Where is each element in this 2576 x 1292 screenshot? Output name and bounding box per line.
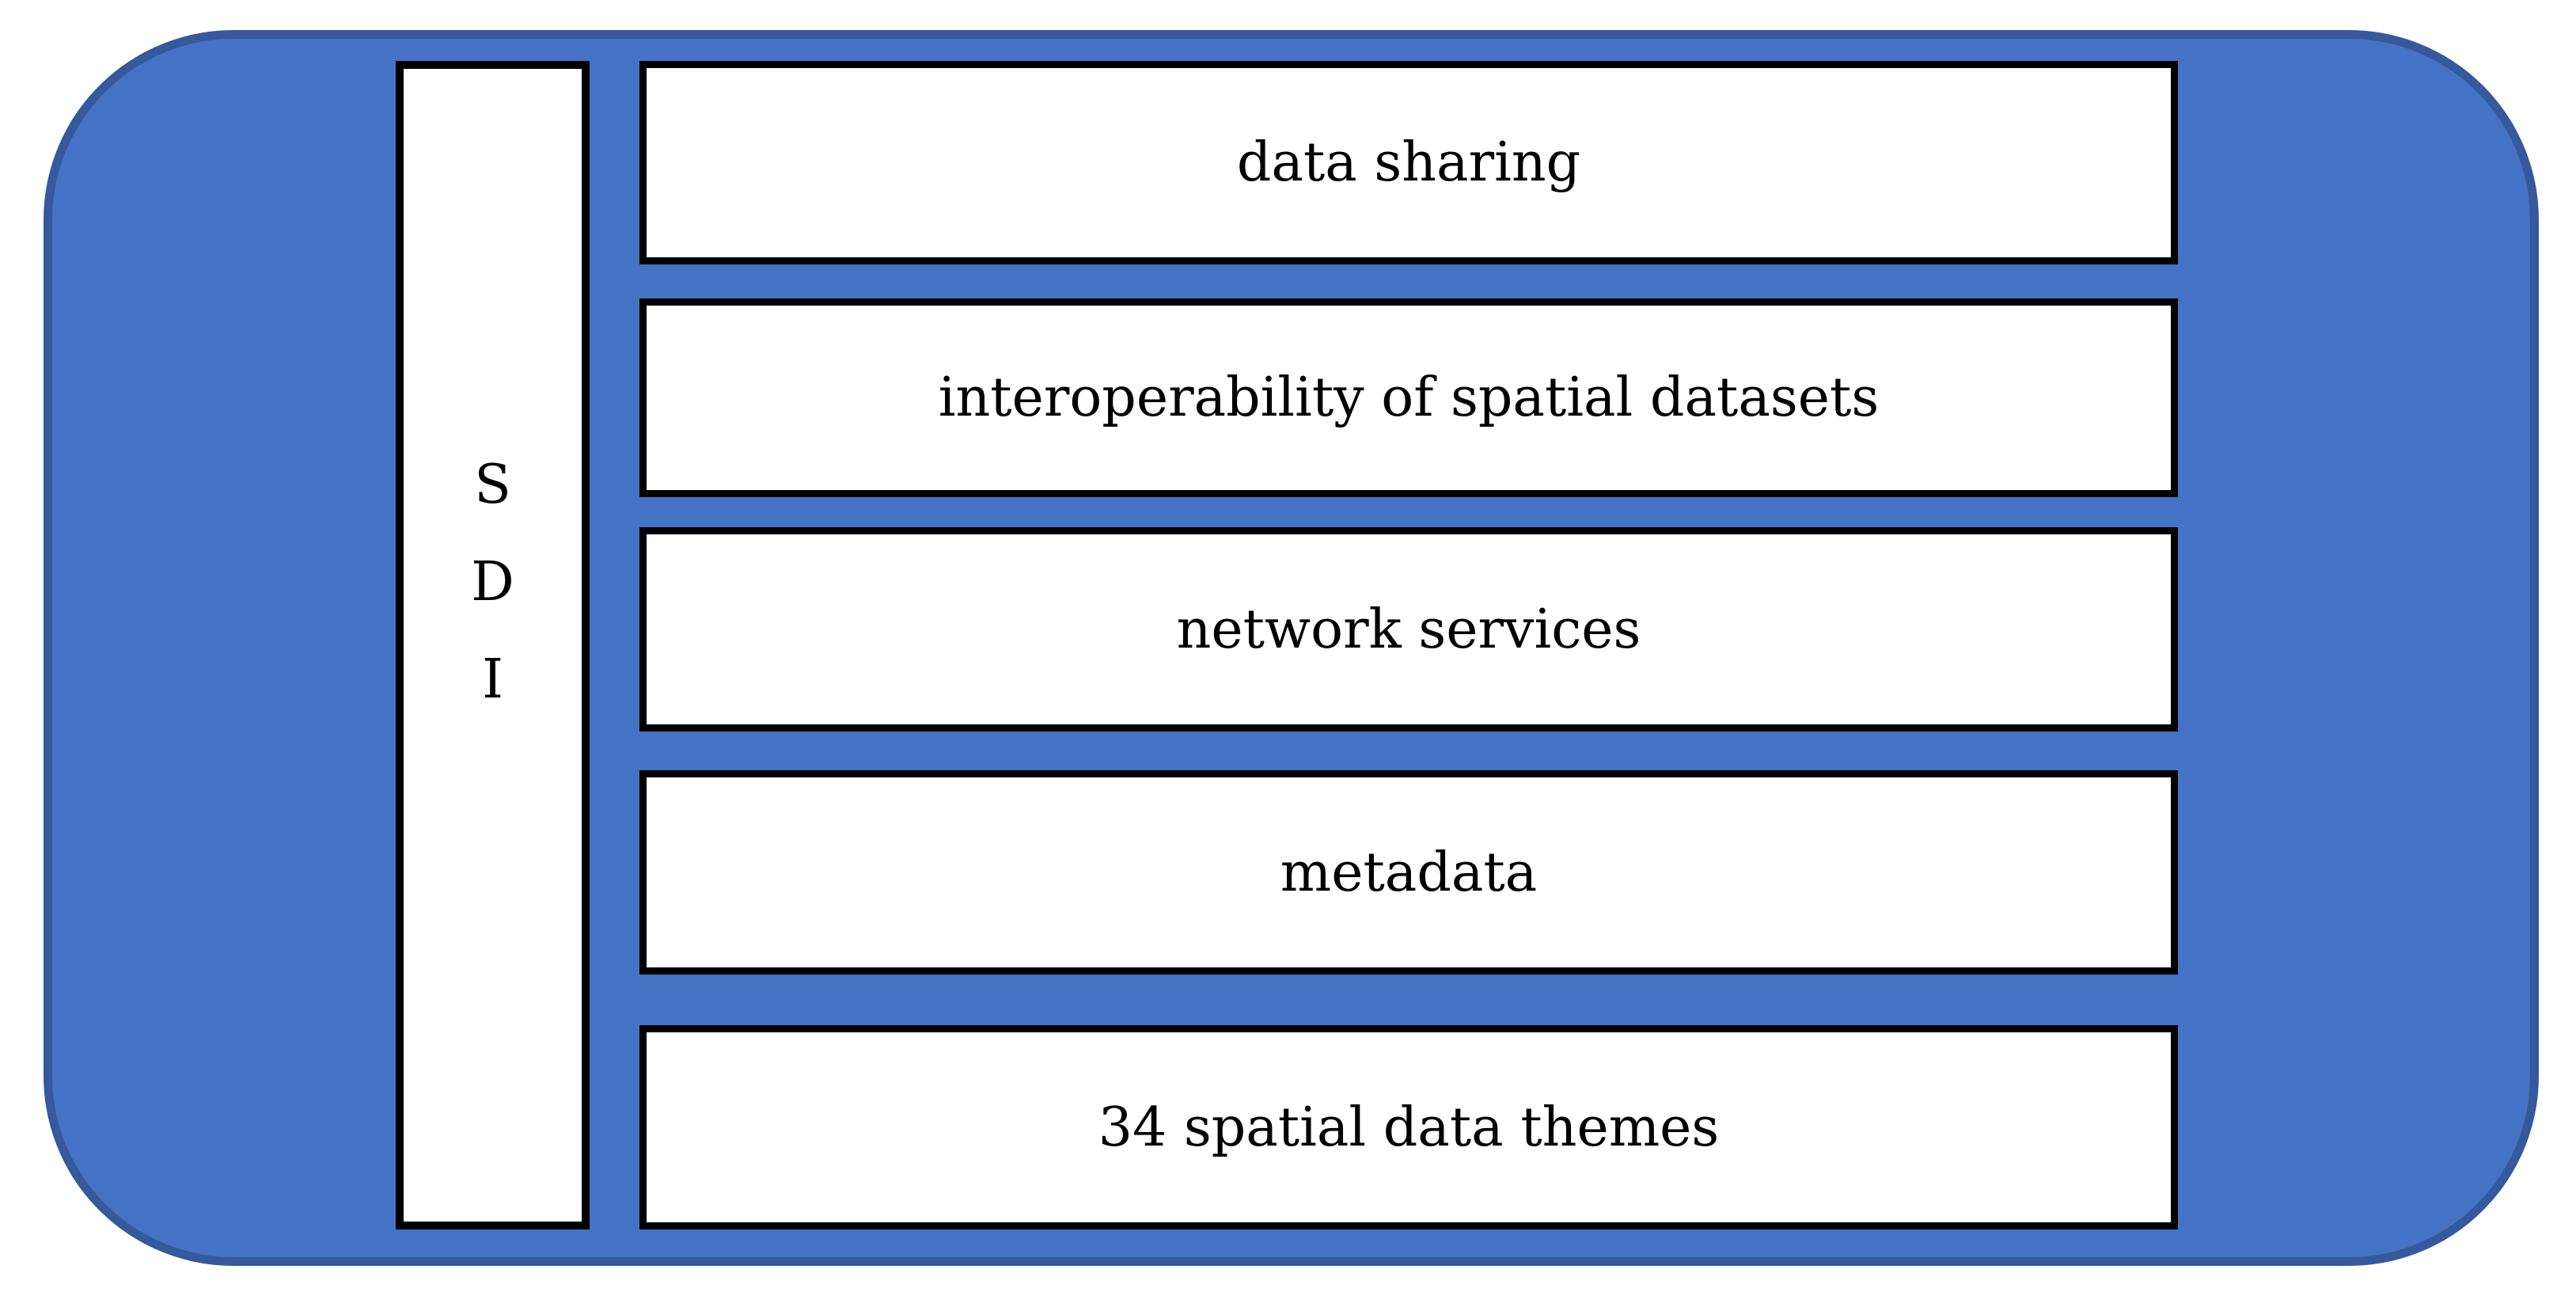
layer-box-network-services: network services (639, 527, 2178, 732)
layer-label: interoperability of spatial datasets (938, 367, 1880, 429)
layer-box-data-sharing: data sharing (639, 61, 2178, 264)
sdi-letter-d: D (471, 550, 514, 614)
layer-label: 34 spatial data themes (1098, 1096, 1720, 1159)
sdi-vertical-label-box: S D I (396, 61, 590, 1229)
sdi-letters: S D I (471, 436, 514, 728)
layer-label: metadata (1280, 841, 1538, 904)
layer-label: data sharing (1236, 131, 1581, 194)
layer-box-interoperability: interoperability of spatial datasets (639, 298, 2178, 497)
sdi-letter-s: S (474, 453, 511, 516)
layer-label: network services (1176, 598, 1641, 661)
layer-box-spatial-data-themes: 34 spatial data themes (639, 1025, 2178, 1229)
sdi-letter-i: I (482, 648, 503, 711)
layer-box-metadata: metadata (639, 770, 2178, 975)
